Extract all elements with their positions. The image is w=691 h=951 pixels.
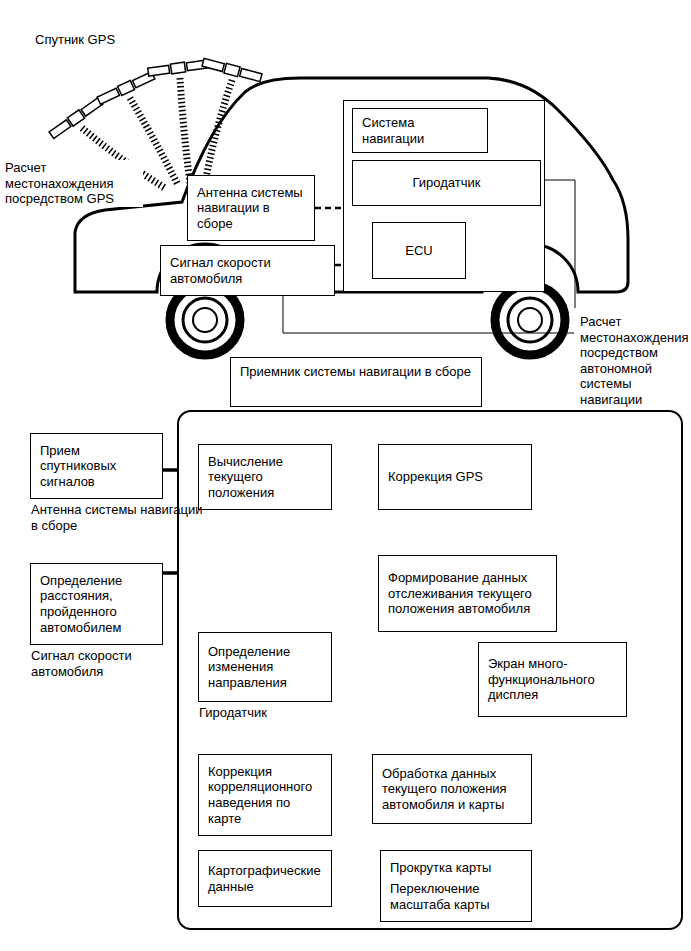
receiver-frame: Приемник системы навигации в сбореВычисл… [177,410,683,930]
box-text: Сигнал скорости автомобиля [170,255,325,286]
ecu-box: ECU [372,222,466,279]
box-text: Формирование данных отслеживания текущег… [388,570,547,617]
box-text: Прием спутниковых сигналов [40,443,153,490]
heading-text: Система навигации [352,108,488,153]
note-label: Расчет местонахождения посредством GPS [5,160,143,207]
box-text: Вычисление текущего положения [208,454,322,501]
data-box: Картографические данные [198,850,332,907]
heading-text: Приемник системы навигации в сборе [230,357,482,407]
process-box: Коррекция корреляционного наведения по к… [198,754,332,836]
box-text: ECU [382,243,456,259]
box-text: Переключение масштаба карты [390,881,522,912]
gps-satellites [49,57,263,139]
process-box: Вычисление текущего положения [198,444,332,510]
box-text: Определение расстояния, пройденного авто… [40,573,153,635]
box-text: Определение изменения направления [208,644,322,691]
car-body [75,78,628,292]
input-box: Определение расстояния, пройденного авто… [30,563,163,645]
satellite-label: Спутник GPS [35,32,145,48]
box-text: Гиродатчик [362,175,531,191]
caption-text: Сигнал скорости автомобиля [31,648,204,679]
box-text: Коррекция GPS [388,469,522,485]
signal-box: Сигнал скорости автомобиля [160,245,335,296]
caption-text: Антенна системы навигации в сборе [31,502,204,533]
input-box: Прием спутниковых сигналовАнтенна систем… [30,433,163,499]
display-box: Экран много-функционального дисплея [478,642,627,717]
process-box: Определение изменения направленияГиродат… [198,632,332,702]
box-text: Картографические данные [208,863,322,894]
box-text: Прокрутка карты [390,860,522,876]
box-text: Обработка данных текущего положения авто… [382,766,522,813]
box-text: Антенна системы навигации в сборе [197,185,305,232]
box-text: Экран много-функционального дисплея [488,656,617,703]
caption-text: Гиродатчик [199,705,373,721]
process-box: Формирование данных отслеживания текущег… [378,555,557,632]
system-frame: Система навигацииГиродатчикECU [343,100,545,292]
process-box: Коррекция GPS [378,444,532,510]
note-label: Расчет местонахождения посредством автон… [580,314,688,408]
process-box: Обработка данных текущего положения авто… [372,754,532,824]
box-text: Коррекция корреляционного наведения по к… [208,764,322,826]
sensor-box: Гиродатчик [352,160,541,206]
component-box: Антенна системы навигации в сборе [187,175,315,241]
process-box: Прокрутка картыПереключение масштаба кар… [380,850,532,922]
